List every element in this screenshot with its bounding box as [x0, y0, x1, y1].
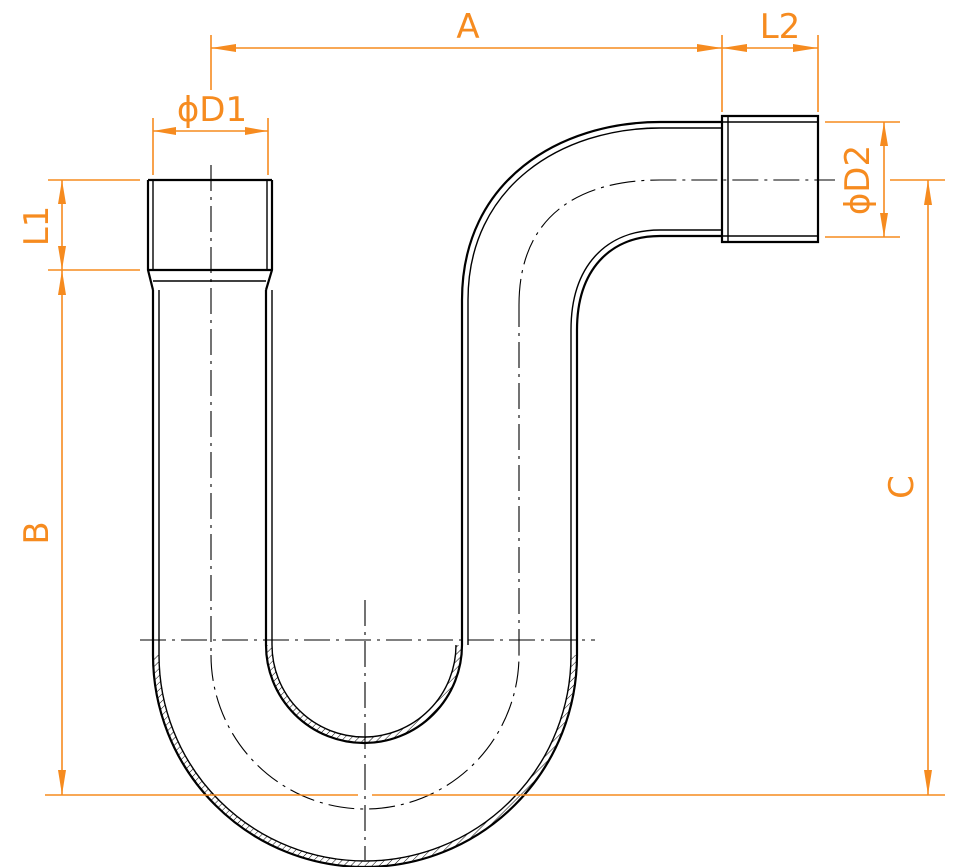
- dim-d1: ϕD1: [152, 90, 269, 175]
- inner-bend-inner: [271, 644, 457, 738]
- inner-bend: [264, 644, 464, 745]
- dimensions: A L2 ϕD1 L1: [17, 7, 945, 796]
- outer-bend-inner: [158, 654, 572, 862]
- inlet-socket: [146, 178, 274, 291]
- dim-b: B: [17, 270, 66, 795]
- top-bend-inner: [575, 234, 722, 331]
- dim-d2: ϕD2: [825, 121, 900, 238]
- dim-b-label: B: [17, 521, 57, 544]
- inner-bend-wall: [266, 645, 462, 743]
- top-bend-inner-inner: [570, 229, 722, 331]
- center-lines: [140, 165, 835, 860]
- dim-l1: L1: [17, 179, 140, 271]
- top-bend-outer-inner: [467, 127, 722, 301]
- dim-c-label: C: [882, 475, 922, 499]
- dim-l1-label: L1: [17, 206, 57, 247]
- dim-d2-label: ϕD2: [838, 145, 878, 215]
- outlet-socket: [720, 114, 820, 244]
- dim-l2: L2: [722, 7, 819, 112]
- dim-d1-label: ϕD1: [177, 90, 247, 130]
- dim-a-label: A: [456, 7, 479, 47]
- dim-c: C: [882, 179, 945, 795]
- top-bend-outer: [460, 120, 722, 301]
- dim-a: A: [210, 7, 723, 112]
- dim-l2-label: L2: [760, 7, 801, 47]
